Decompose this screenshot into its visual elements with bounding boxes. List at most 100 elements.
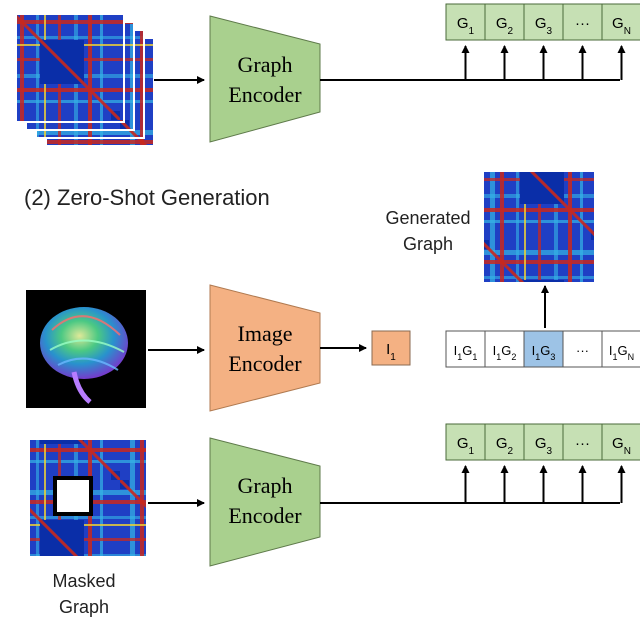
pair-token-bsub: 2 <box>511 352 516 362</box>
pair-token-box <box>523 330 564 368</box>
pair-token-asub: 1 <box>457 352 462 362</box>
pair-token-b: G <box>618 343 628 358</box>
token-label: G2 <box>496 435 514 457</box>
pair-token-row: I1G1 I1G2 I1G3 ··· I1GN <box>445 330 640 368</box>
top-tokens-cell-2: G2 <box>484 3 525 41</box>
pair-token-cell-3: I1G3 <box>523 330 564 368</box>
token-base: G <box>612 435 624 452</box>
token-label: ··· <box>575 15 590 32</box>
pair-token-cell-2: I1G2 <box>484 330 525 368</box>
brain-fibers <box>40 307 128 379</box>
pair-token-b: G <box>501 343 511 358</box>
pair-token-asub: 1 <box>535 352 540 362</box>
brain-fiber-3 <box>57 357 119 371</box>
token-sub: 1 <box>469 26 475 37</box>
pair-token-label: ··· <box>576 343 589 358</box>
token-sub: N <box>624 446 631 457</box>
token-sub: 1 <box>469 446 475 457</box>
token-box <box>562 423 603 461</box>
pair-token-asub: 1 <box>496 352 501 362</box>
generated-label-1: Generated <box>385 208 470 228</box>
matrix-layer-1 <box>15 13 125 123</box>
token-label: GN <box>612 435 631 457</box>
token-base: G <box>535 435 547 452</box>
pair-token-cell-5: I1GN <box>601 330 640 368</box>
token-sub: 3 <box>547 446 553 457</box>
token-label: ··· <box>575 435 590 452</box>
mask-square <box>53 476 93 516</box>
pair-token-label: I1G3 <box>532 343 556 362</box>
token-box <box>445 3 486 41</box>
image-encoder-label-2: Encoder <box>228 351 302 376</box>
top-encoder-shape <box>209 15 321 143</box>
pair-token-label: I1GN <box>609 343 634 362</box>
bottom-tokens-cell-2: G2 <box>484 423 525 461</box>
token-box <box>484 3 525 41</box>
image-token-box <box>371 330 411 366</box>
pair-token-a: ··· <box>576 343 589 358</box>
token-base: ··· <box>575 435 590 452</box>
masked-label-2: Graph <box>59 597 109 617</box>
pair-token-b: G <box>462 343 472 358</box>
token-base: G <box>496 435 508 452</box>
image-encoder-shape <box>209 284 321 412</box>
token-label: GN <box>612 15 631 37</box>
token-base: G <box>612 15 624 32</box>
bottom-encoder-shape <box>209 437 321 567</box>
pair-token-bsub: N <box>628 352 635 362</box>
bottom-tokens-cell-3: G3 <box>523 423 564 461</box>
token-sub: 2 <box>508 446 514 457</box>
token-box <box>601 423 640 461</box>
token-base: G <box>496 15 508 32</box>
pair-token-box <box>484 330 525 368</box>
top-encoder-label-1: Graph <box>238 52 293 77</box>
image-token-base: I <box>386 341 390 358</box>
generated-label-2: Graph <box>403 234 453 254</box>
pair-token-asub: 1 <box>612 352 617 362</box>
bottom-tokens-cell-1: G1 <box>445 423 486 461</box>
token-base: ··· <box>575 15 590 32</box>
brain-image <box>26 290 146 408</box>
pair-token-bsub: 1 <box>472 352 477 362</box>
image-encoder-label-1: Image <box>238 321 293 346</box>
pair-token-box <box>601 330 640 368</box>
bottom-encoder-label-1: Graph <box>238 473 293 498</box>
pair-token-box <box>562 330 603 368</box>
token-box <box>601 3 640 41</box>
bottom-tokens-cell-5: GN <box>601 423 640 461</box>
brain-fiber-2 <box>49 339 125 353</box>
top-matrix-stack <box>15 13 155 147</box>
masked-graph <box>30 440 146 556</box>
token-label: G3 <box>535 435 553 457</box>
pair-token-label: I1G1 <box>454 343 478 362</box>
image-token-sub: 1 <box>390 352 396 363</box>
token-base: G <box>535 15 547 32</box>
token-label: G1 <box>457 15 475 37</box>
token-base: G <box>457 435 469 452</box>
section-title: (2) Zero-Shot Generation <box>24 185 270 210</box>
pair-token-cell-1: I1G1 <box>445 330 486 368</box>
token-sub: 3 <box>547 26 553 37</box>
token-box <box>445 423 486 461</box>
bottom-graph-encoder: Graph Encoder <box>209 437 321 567</box>
image-encoder: Image Encoder <box>209 284 321 412</box>
image-token-label: I1 <box>386 341 396 363</box>
token-label: G2 <box>496 15 514 37</box>
token-box <box>484 423 525 461</box>
token-label: G1 <box>457 435 475 457</box>
pair-token-label: I1G2 <box>493 343 517 362</box>
top-tokens-cell-3: G3 <box>523 3 564 41</box>
brain-stem <box>71 371 92 404</box>
token-label: G3 <box>535 15 553 37</box>
token-base: G <box>457 15 469 32</box>
image-token: I1 <box>371 330 411 366</box>
pair-token-cell-4: ··· <box>562 330 603 368</box>
top-tokens-cell-1: G1 <box>445 3 486 41</box>
pair-token-b: G <box>540 343 550 358</box>
token-box <box>562 3 603 41</box>
token-sub: 2 <box>508 26 514 37</box>
masked-label-1: Masked <box>52 571 115 591</box>
top-encoder-label-2: Encoder <box>228 82 302 107</box>
bottom-token-arrows <box>461 465 626 503</box>
